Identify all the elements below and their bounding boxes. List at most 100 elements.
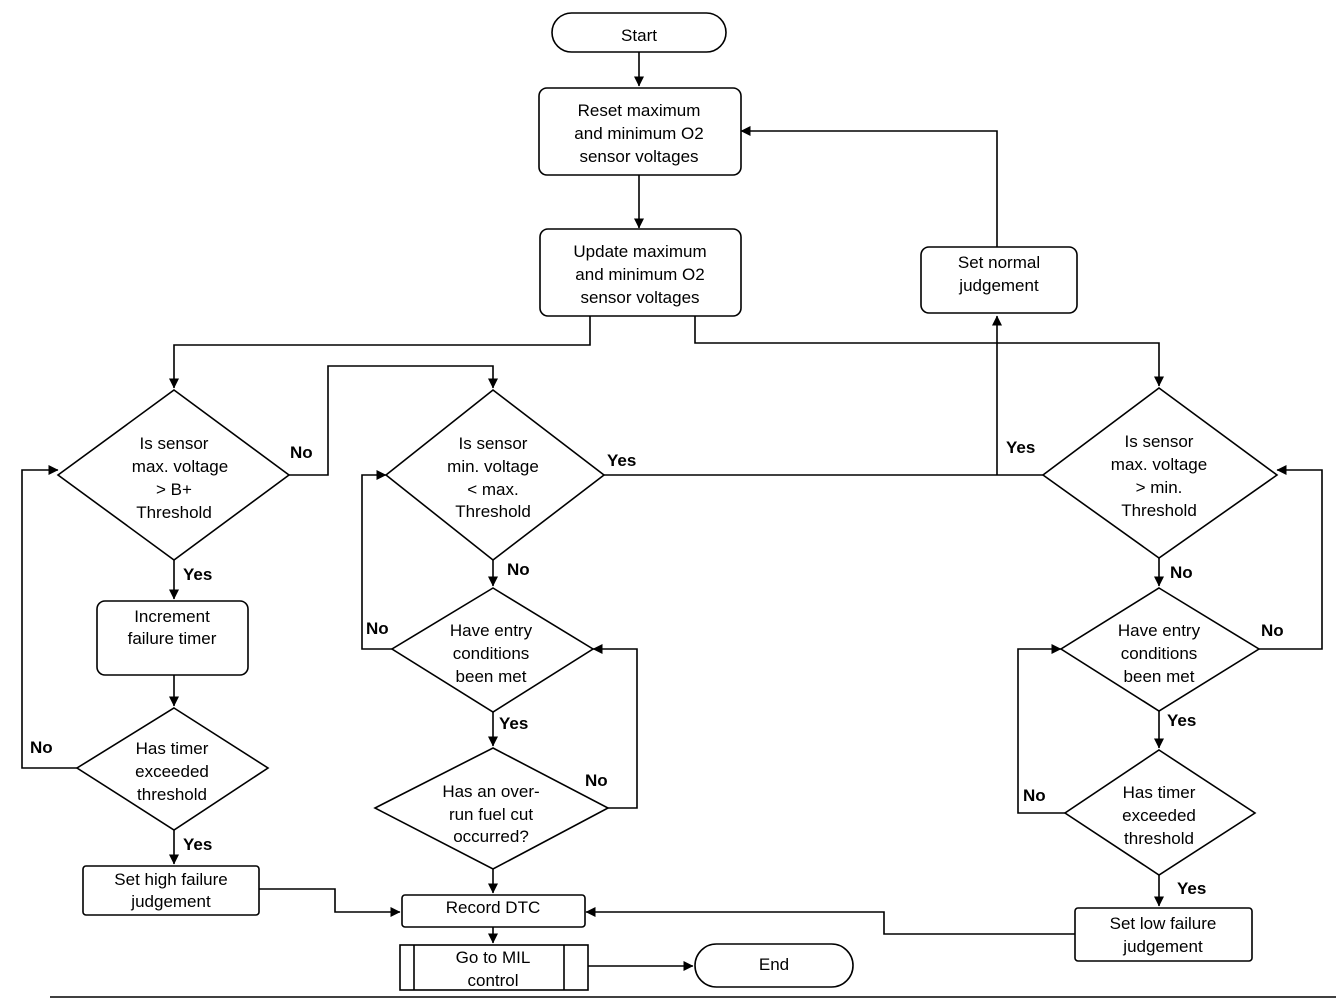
node-shape [96,600,249,676]
start-terminal: Start [551,12,727,53]
edge-update-to-right [694,316,1164,387]
edge-timer-right-no [1017,644,1072,814]
node-label: Start [621,26,657,45]
label-entry-mid-yes: Yes [499,714,528,733]
label-bplus-no: No [290,443,313,462]
node-label: Increment [134,607,210,626]
node-label: Update maximum [573,242,706,261]
node-shape [82,865,260,916]
label-min-yes: Yes [607,451,636,470]
decision-entry-conditions-right: Have entry conditions been met [1059,587,1261,712]
edge-entry-mid-no [361,470,392,650]
node-label: sensor voltages [579,147,698,166]
update-voltages-box: Update maximum and minimum O2 sensor vol… [539,228,742,317]
node-shape [538,87,742,176]
label-max-gt-no: No [1170,563,1193,582]
node-label: judgement [130,892,211,911]
node-label: < max. [467,480,519,499]
node-label: min. voltage [447,457,539,476]
node-shape [75,707,270,831]
node-shape [920,246,1078,314]
node-label: Have entry [450,621,533,640]
label-timer-left-yes: Yes [183,835,212,854]
node-label: Has timer [1123,783,1196,802]
node-shape [390,587,595,713]
decision-timer-exceeded-left: Has timer exceeded threshold [75,707,270,831]
edge-normal-to-reset [740,126,998,247]
node-shape [694,943,854,988]
set-low-failure-box: Set low failure judgement [1074,907,1253,962]
edge-overrun-no [592,644,638,809]
node-label: control [467,971,518,990]
node-label: run fuel cut [449,805,533,824]
node-label: Reset maximum [578,101,701,120]
node-label: been met [456,667,527,686]
edge-labels: No Yes Yes No No Yes No No Yes Yes No No… [30,438,1284,898]
label-timer-right-no: No [1023,786,1046,805]
node-label: Is sensor [459,434,528,453]
node-shape [401,894,586,928]
node-label: End [759,955,789,974]
node-label: Go to MIL [456,948,531,967]
node-label: been met [1124,667,1195,686]
set-normal-judgement-box: Set normal judgement [920,246,1078,314]
decision-timer-exceeded-right: Has timer exceeded threshold [1063,749,1257,876]
node-label: conditions [453,644,530,663]
decision-overrun-fuel-cut: Has an over- run fuel cut occurred? [373,747,610,870]
label-bplus-yes: Yes [183,565,212,584]
node-shape [56,389,291,561]
label-min-no: No [507,560,530,579]
node-shape [1041,387,1279,559]
label-entry-right-no: No [1261,621,1284,640]
node-label: Threshold [136,503,212,522]
decision-entry-conditions-middle: Have entry conditions been met [390,587,595,713]
edge-entry-right-no [1259,465,1323,650]
decision-max-voltage-bplus: Is sensor max. voltage > B+ Threshold [56,389,291,561]
node-label: Set high failure [114,870,227,889]
node-label: threshold [137,785,207,804]
edge-set-high-to-dtc [259,888,401,917]
node-label: judgement [958,276,1039,295]
node-label: Is sensor [140,434,209,453]
node-label: and minimum O2 [575,265,704,284]
node-label: conditions [1121,644,1198,663]
label-entry-mid-no: No [366,619,389,638]
decision-max-voltage-gt-min: Is sensor max. voltage > min. Threshold [1041,387,1279,559]
edge-bplus-no [289,365,498,476]
edge-set-low-to-dtc [585,907,1075,935]
node-shape [1074,907,1253,962]
node-label: Threshold [455,502,531,521]
end-terminal: End [694,943,854,988]
edge-timer-left-no [21,465,77,769]
node-label: Record DTC [446,898,540,917]
node-label: Has timer [136,739,209,758]
label-timer-right-yes: Yes [1177,879,1206,898]
node-label: max. voltage [1111,455,1207,474]
record-dtc-box: Record DTC [401,894,586,928]
node-label: > min. [1136,478,1183,497]
label-normal-yes: Yes [1006,438,1035,457]
node-label: failure timer [128,629,217,648]
connectors [21,52,1336,998]
node-shape [373,747,610,870]
node-label: occurred? [453,827,529,846]
label-timer-left-no: No [30,738,53,757]
node-label: sensor voltages [580,288,699,307]
node-label: Set low failure [1110,914,1217,933]
node-label: Threshold [1121,501,1197,520]
node-shape [1059,587,1261,712]
node-label: > B+ [156,480,192,499]
node-label: threshold [1124,829,1194,848]
node-label: Set normal [958,253,1040,272]
label-entry-right-yes: Yes [1167,711,1196,730]
node-shape [551,12,727,53]
node-label: Is sensor [1125,432,1194,451]
node-shape [539,228,742,317]
node-shape [399,944,589,991]
reset-voltages-box: Reset maximum and minimum O2 sensor volt… [538,87,742,176]
mil-control-subprocess: Go to MIL control [399,944,589,991]
set-high-failure-box: Set high failure judgement [82,865,260,916]
node-label: max. voltage [132,457,228,476]
node-label: exceeded [135,762,209,781]
